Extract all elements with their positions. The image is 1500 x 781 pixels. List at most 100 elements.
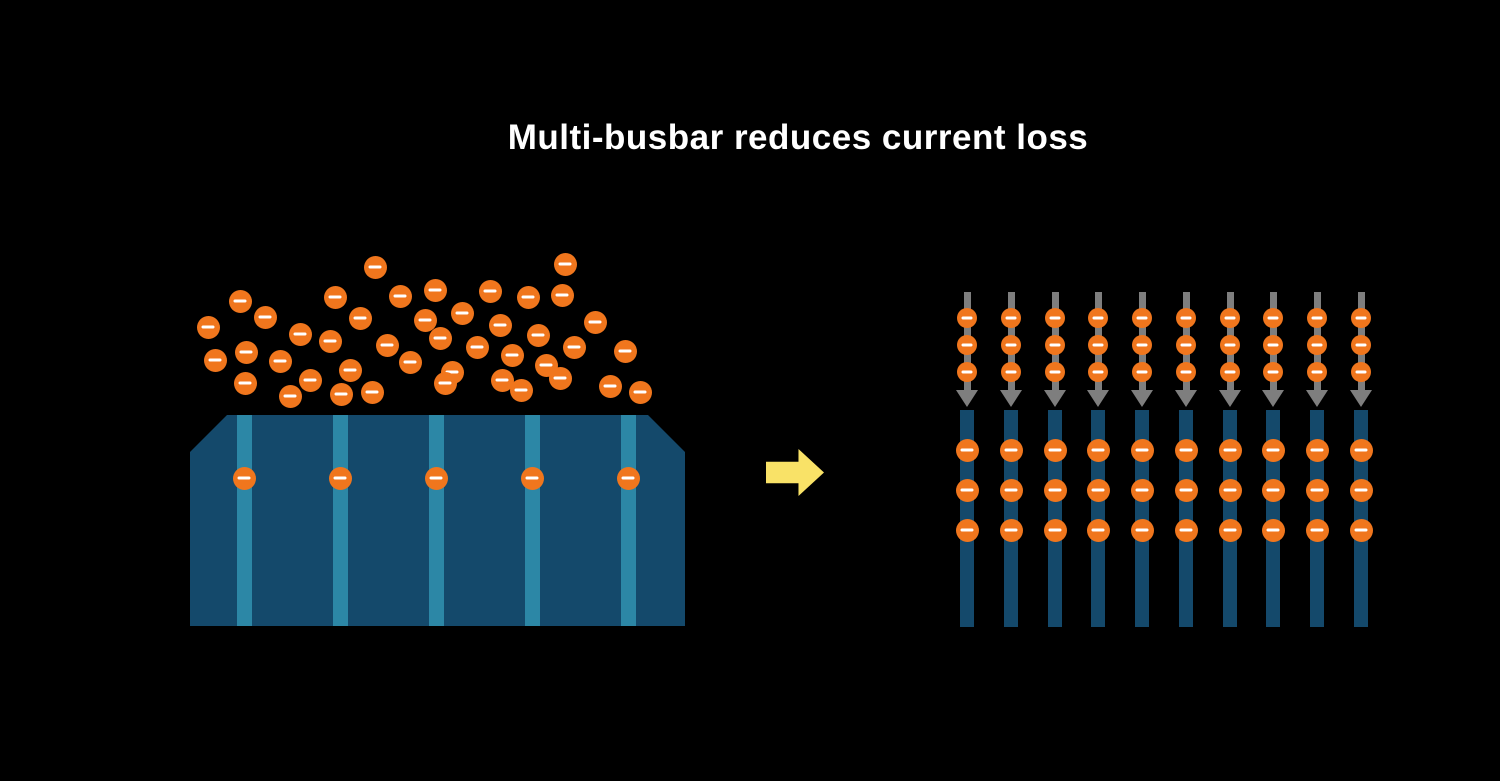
minus-icon — [323, 339, 337, 343]
electron-icon — [465, 335, 489, 359]
minus-icon — [1135, 528, 1149, 532]
cell-busbar — [525, 415, 540, 626]
electron-icon — [957, 362, 977, 382]
minus-icon — [433, 336, 447, 340]
minus-icon — [1266, 528, 1280, 532]
cell-busbar — [621, 415, 636, 626]
electron-icon — [1261, 518, 1285, 542]
electron-icon — [478, 279, 502, 303]
electron-icon — [1086, 478, 1110, 502]
minus-icon — [1179, 488, 1193, 492]
minus-icon — [393, 294, 407, 298]
electron-icon — [955, 518, 979, 542]
arrow-head — [1175, 390, 1197, 407]
electron-icon — [268, 349, 292, 373]
electron-icon — [318, 329, 342, 353]
minus-icon — [283, 394, 297, 398]
minus-icon — [621, 476, 635, 480]
minus-icon — [1049, 370, 1061, 374]
arrow-head — [1000, 390, 1022, 407]
arrow-head — [1087, 390, 1109, 407]
minus-icon — [353, 316, 367, 320]
electron-icon — [424, 466, 448, 490]
minus-icon — [521, 295, 535, 299]
electron-icon — [1220, 335, 1240, 355]
arrow-head — [1219, 390, 1241, 407]
electron-icon — [1045, 362, 1065, 382]
minus-icon — [1311, 370, 1323, 374]
minus-icon — [1180, 343, 1192, 347]
cell-busbar — [333, 415, 348, 626]
electron-icon — [562, 335, 586, 359]
electron-icon — [1218, 518, 1242, 542]
electron-icon — [1307, 335, 1327, 355]
electron-icon — [1130, 518, 1154, 542]
electron-icon — [1351, 362, 1371, 382]
electron-icon — [1045, 335, 1065, 355]
minus-icon — [553, 376, 567, 380]
minus-icon — [525, 476, 539, 480]
minus-icon — [1091, 528, 1105, 532]
electron-icon — [1130, 478, 1154, 502]
electron-icon — [433, 371, 457, 395]
minus-icon — [445, 370, 459, 374]
minus-icon — [1004, 528, 1018, 532]
electron-icon — [253, 305, 277, 329]
electron-icon — [1176, 335, 1196, 355]
electron-icon — [1218, 438, 1242, 462]
electron-icon — [1088, 362, 1108, 382]
electron-icon — [1261, 438, 1285, 462]
minus-icon — [567, 345, 581, 349]
electron-icon — [203, 348, 227, 372]
electron-icon — [388, 284, 412, 308]
minus-icon — [1266, 488, 1280, 492]
minus-icon — [1310, 448, 1324, 452]
arrow-head — [1306, 390, 1328, 407]
minus-icon — [1310, 528, 1324, 532]
minus-icon — [961, 370, 973, 374]
minus-icon — [495, 378, 509, 382]
minus-icon — [1136, 316, 1148, 320]
electron-icon — [526, 323, 550, 347]
minus-icon — [303, 378, 317, 382]
electron-icon — [509, 378, 533, 402]
minus-icon — [531, 333, 545, 337]
electron-icon — [1130, 438, 1154, 462]
electron-icon — [1218, 478, 1242, 502]
minus-icon — [238, 381, 252, 385]
minus-icon — [1179, 448, 1193, 452]
minus-icon — [293, 332, 307, 336]
electron-icon — [450, 301, 474, 325]
electron-icon — [550, 283, 574, 307]
electron-icon — [228, 289, 252, 313]
electron-icon — [490, 368, 514, 392]
minus-icon — [960, 488, 974, 492]
minus-icon — [328, 295, 342, 299]
electron-icon — [1220, 308, 1240, 328]
minus-icon — [418, 318, 432, 322]
electron-icon — [1088, 308, 1108, 328]
minus-icon — [1354, 528, 1368, 532]
minus-icon — [1005, 316, 1017, 320]
minus-icon — [201, 325, 215, 329]
minus-icon — [233, 299, 247, 303]
electron-icon — [1305, 518, 1329, 542]
electron-icon — [553, 252, 577, 276]
minus-icon — [1354, 488, 1368, 492]
minus-icon — [1135, 488, 1149, 492]
minus-icon — [1224, 316, 1236, 320]
electron-icon — [520, 466, 544, 490]
minus-icon — [960, 528, 974, 532]
electron-icon — [999, 478, 1023, 502]
minus-icon — [1049, 343, 1061, 347]
electron-icon — [1349, 518, 1373, 542]
electron-icon — [323, 285, 347, 309]
electron-icon — [957, 335, 977, 355]
electron-icon — [1088, 335, 1108, 355]
minus-icon — [961, 343, 973, 347]
minus-icon — [258, 315, 272, 319]
electron-icon — [398, 350, 422, 374]
minus-icon — [343, 368, 357, 372]
minus-icon — [333, 476, 347, 480]
